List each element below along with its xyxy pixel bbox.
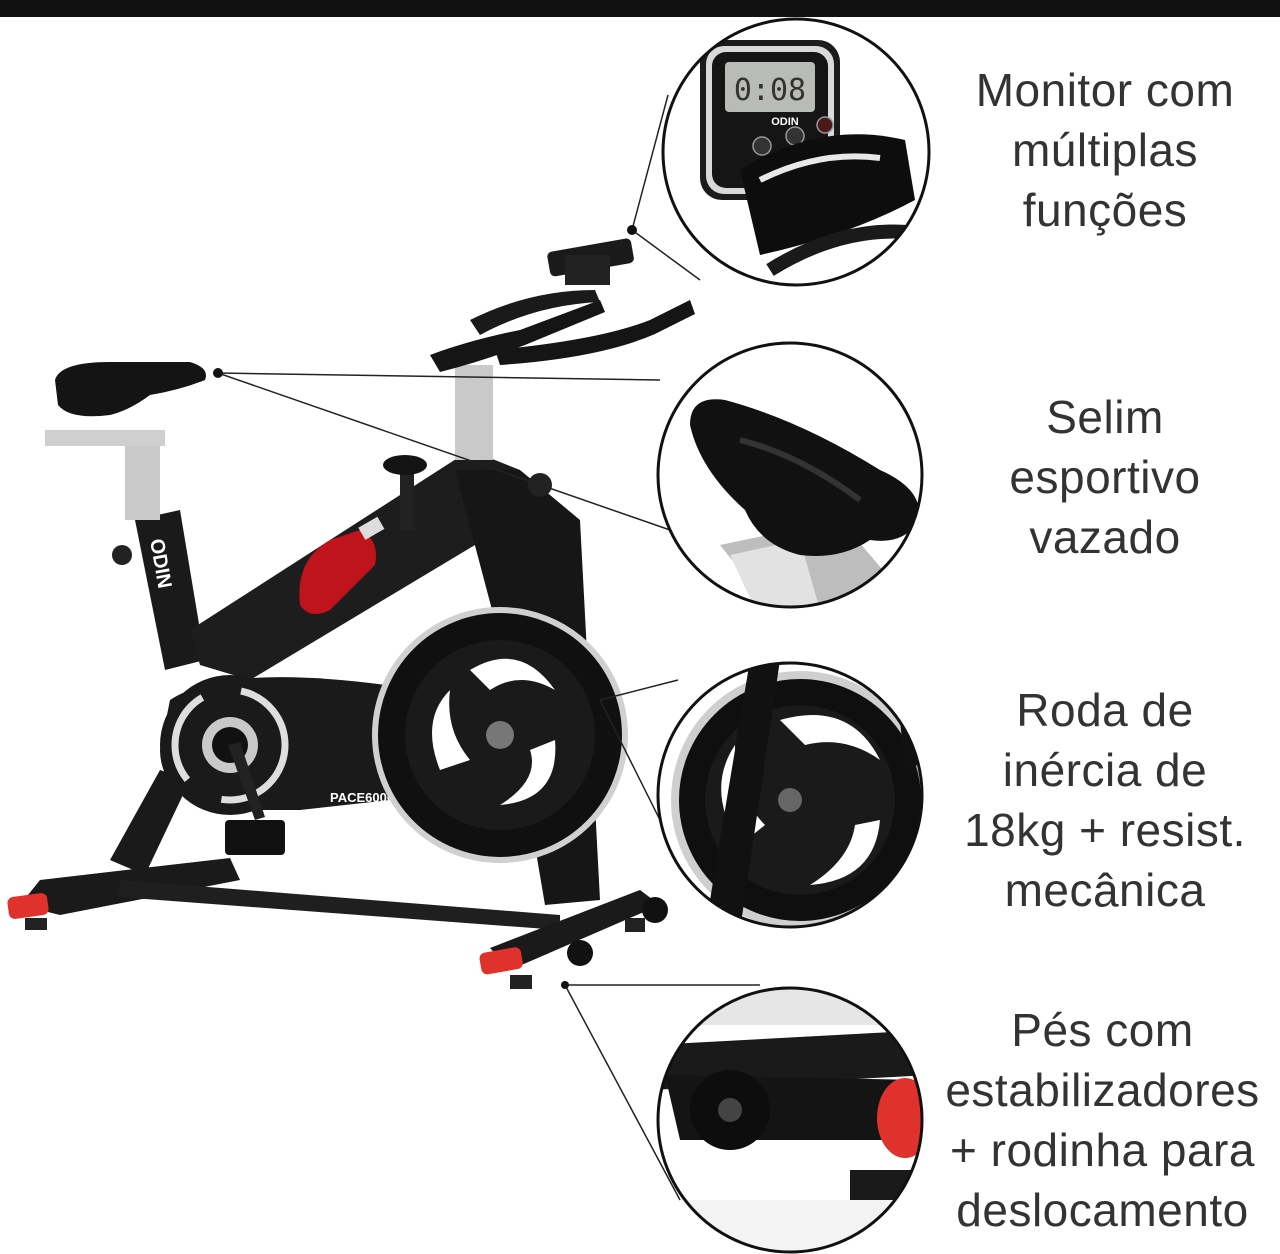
seat-closeup bbox=[656, 341, 924, 609]
label-line: estabilizadores bbox=[945, 1064, 1260, 1116]
monitor-lcd-readout: 0:08 bbox=[734, 73, 806, 108]
label-line: mecânica bbox=[1004, 864, 1206, 916]
feet-pointer-dot bbox=[561, 981, 569, 989]
feet-closeup bbox=[656, 986, 924, 1254]
label-line: funções bbox=[1022, 184, 1188, 236]
seat-feature-label: Selim esportivo vazado bbox=[930, 387, 1280, 567]
label-line: Monitor com bbox=[975, 64, 1235, 116]
label-line: Selim bbox=[1046, 391, 1164, 443]
top-dark-strip bbox=[0, 0, 1280, 17]
label-line: inércia de bbox=[1002, 744, 1208, 796]
label-line: Roda de bbox=[1016, 684, 1194, 736]
monitor-feature-label: Monitor com múltiplas funções bbox=[930, 60, 1280, 240]
monitor-pointer-dot bbox=[627, 225, 637, 235]
monitor-closeup: 0:08 ODIN bbox=[661, 17, 931, 287]
spin-bike: ODIN PACE6000 bbox=[7, 238, 695, 989]
flywheel-feature-label: Roda de inércia de 18kg + resist. mecâni… bbox=[930, 680, 1280, 920]
label-line: esportivo bbox=[1009, 451, 1201, 503]
monitor-brand-text: ODIN bbox=[771, 116, 799, 128]
label-line: deslocamento bbox=[956, 1184, 1249, 1236]
label-line: + rodinha para bbox=[950, 1124, 1255, 1176]
feet-feature-label: Pés com estabilizadores + rodinha para d… bbox=[925, 1000, 1280, 1240]
seat-pointer-dot bbox=[213, 368, 223, 378]
label-line: vazado bbox=[1029, 511, 1181, 563]
label-line: 18kg + resist. bbox=[964, 804, 1246, 856]
model-text: PACE6000 bbox=[330, 790, 394, 805]
label-line: Pés com bbox=[1011, 1004, 1194, 1056]
label-line: múltiplas bbox=[1011, 124, 1198, 176]
flywheel-closeup bbox=[656, 661, 924, 929]
